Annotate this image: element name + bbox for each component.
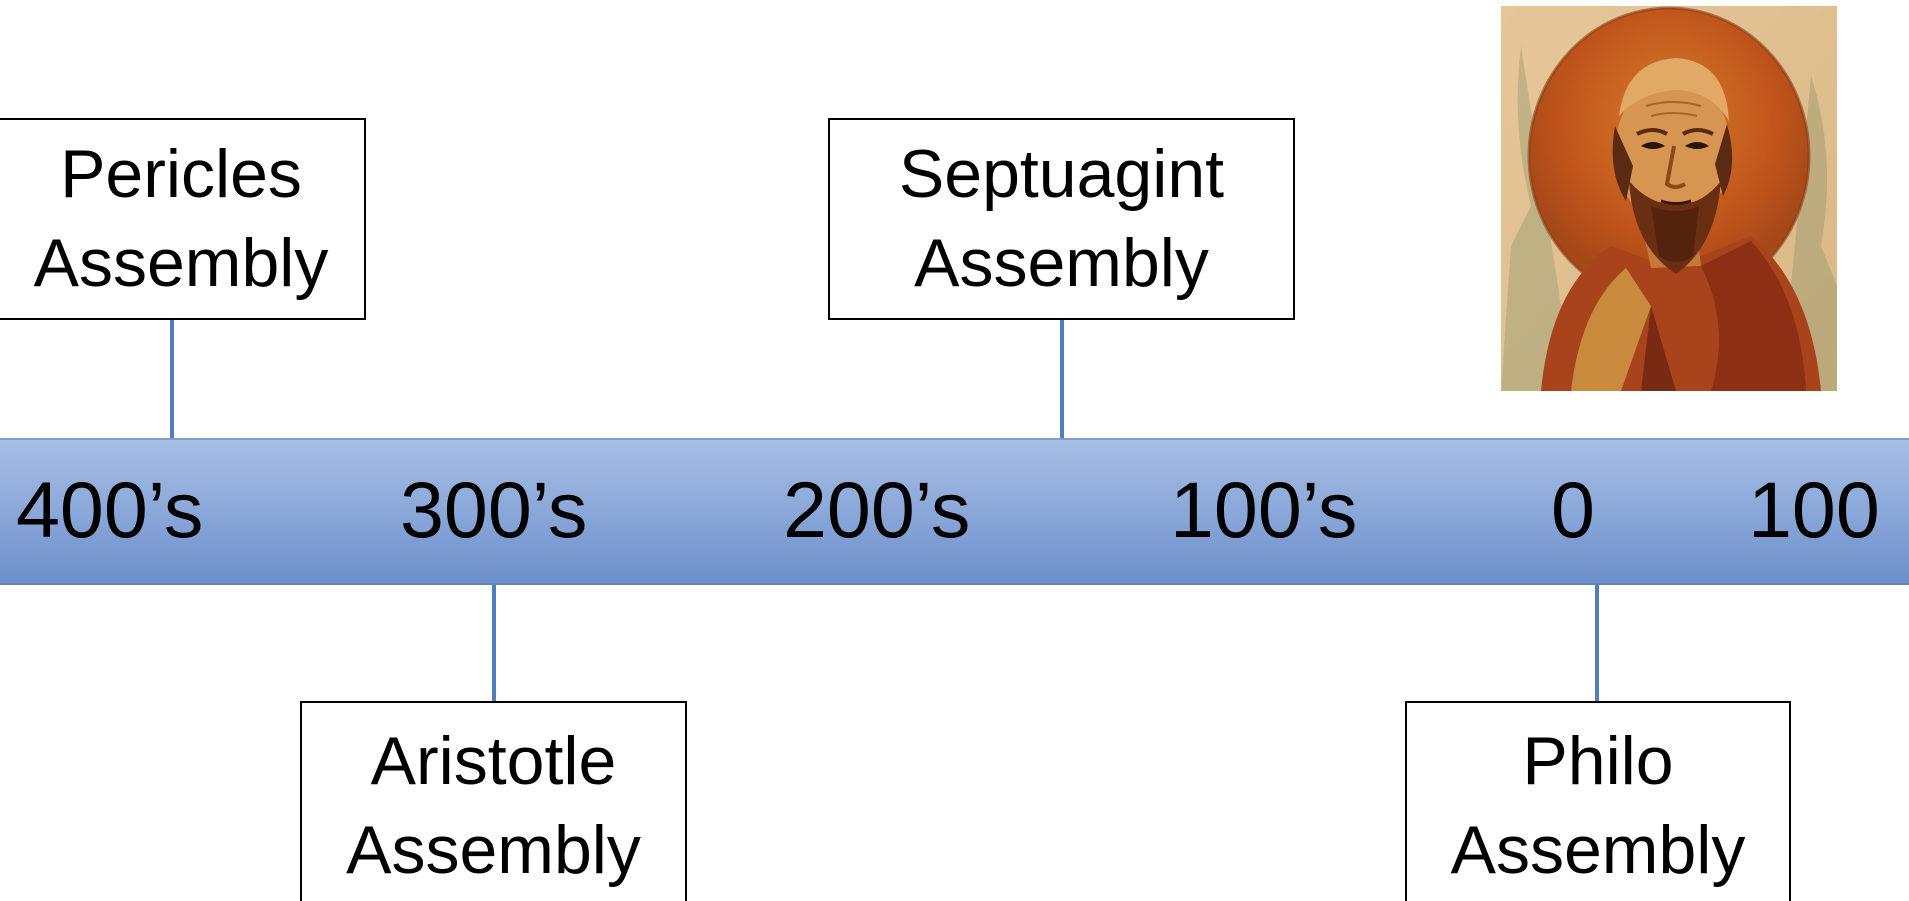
event-subtitle: Assembly [914,225,1209,301]
event-box-philo: Philo Assembly [1405,701,1791,901]
event-box-septuagint: Septuagint Assembly [828,118,1295,320]
event-subtitle: Assembly [346,812,641,888]
event-subtitle: Assembly [1450,812,1746,888]
event-title: Septuagint [898,136,1225,212]
connector-philo [1595,583,1599,705]
connector-aristotle [492,583,496,705]
tick-label-200s: 200’s [783,465,971,554]
event-subtitle: Assembly [33,225,329,301]
tick-label-300s: 300’s [400,465,588,554]
event-title: Aristotle [370,723,617,799]
tick-label-100s: 100’s [1170,465,1358,554]
event-box-pericles: Pericles Assembly [0,118,366,320]
tick-label-100: 100 [1748,465,1880,554]
event-box-aristotle: Aristotle Assembly [300,701,687,901]
connector-pericles [170,318,174,440]
event-title: Philo [1522,723,1674,799]
tick-label-400s: 400’s [16,465,204,554]
portrait-icon [1501,6,1837,391]
timeline-bar [0,438,1909,585]
event-title: Pericles [60,136,302,212]
connector-septuagint [1060,318,1064,440]
tick-label-0: 0 [1551,465,1595,554]
